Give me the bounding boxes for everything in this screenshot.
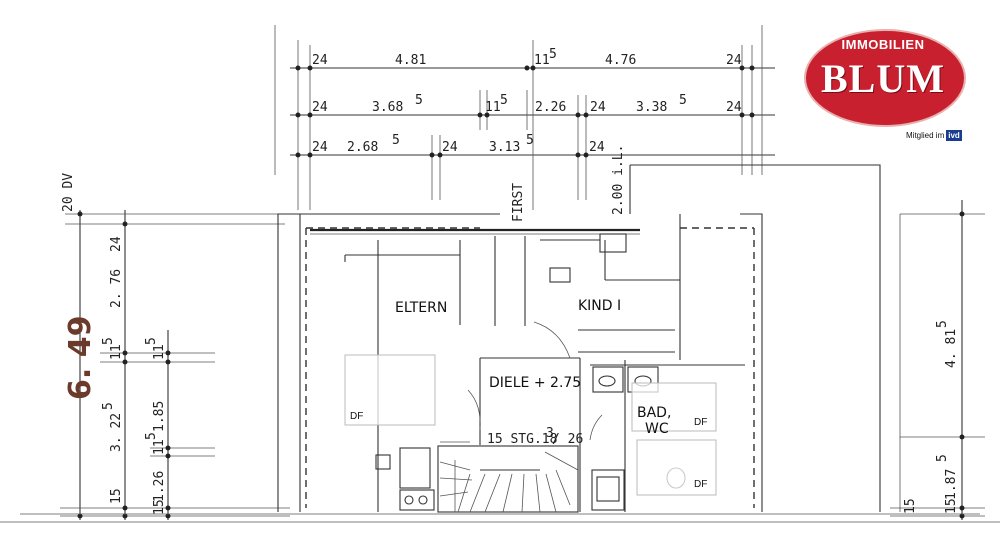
staircase [437, 445, 579, 513]
dim-3-68: 3.68 [372, 100, 403, 115]
dim-20dv: 20 DV [61, 173, 76, 212]
dim-24-e: 24 [726, 100, 742, 115]
dim-left-11a-sup: 5 [101, 337, 116, 345]
dim-left-11c: 11 [152, 439, 167, 455]
dim-24-h: 24 [589, 140, 605, 155]
ivd-badge: ivd [946, 130, 962, 141]
dim-left-1-26: 1.26 [152, 471, 167, 502]
dim-24-c: 24 [312, 100, 328, 115]
dim-left-11b: 11 [152, 344, 167, 360]
dim-24-f: 24 [312, 140, 328, 155]
dim-sup-d: 5 [679, 93, 687, 108]
logo-oval [804, 29, 966, 127]
df-label-3: DF [694, 479, 707, 490]
total-height: 6. 49 [63, 316, 98, 400]
roof-window-boxes: DF DF DF [344, 354, 717, 496]
room-wc: WC [645, 421, 669, 437]
dim-11-b: 11 [485, 100, 501, 115]
room-eltern: ELTERN [395, 300, 447, 316]
label-first: FIRST [511, 183, 526, 222]
df-label-2: DF [694, 417, 707, 428]
dim-24-a: 24 [312, 53, 328, 68]
stairs-label-tail: / 26 [552, 432, 583, 447]
label-il: 2.00 i.L. [611, 145, 626, 215]
dim-left-11b-sup: 5 [144, 337, 159, 345]
dim-11-a: 11 [534, 53, 550, 68]
dim-left-11c-sup: 5 [144, 432, 159, 440]
dim-24-g: 24 [442, 140, 458, 155]
dim-4-81: 4.81 [395, 53, 426, 68]
dim-right-15a: 15 [944, 498, 959, 514]
room-bad: BAD, [637, 405, 671, 421]
dim-sup-a: 5 [549, 47, 557, 62]
dim-right-15b: 15 [903, 498, 918, 514]
dim-left-3-22: 3. 22 [109, 413, 124, 452]
dim-left-2-76: 2. 76 [109, 269, 124, 308]
dim-3-13: 3.13 [489, 140, 520, 155]
left-dimension-lines [60, 210, 290, 520]
df-label-1: DF [350, 411, 363, 422]
dim-left-15a: 15 [109, 488, 124, 504]
dim-sup-b: 5 [415, 93, 423, 108]
room-kind: KIND I [578, 298, 621, 314]
dim-24-b: 24 [726, 53, 742, 68]
room-diele: DIELE + 2.75 [489, 375, 581, 391]
dim-24-d: 24 [590, 100, 606, 115]
dim-left-11a: 11 [109, 344, 124, 360]
building-walls [0, 164, 1000, 523]
right-dimension: 4. 81 5 1.87 5 15 15 [890, 200, 985, 520]
dim-sup-e: 5 [392, 133, 400, 148]
dim-2-68: 2.68 [347, 140, 378, 155]
dim-sup-f: 5 [526, 133, 534, 148]
top-dimension-text: 24 4.81 11 5 4.76 24 24 3.68 5 11 5 2.26… [312, 47, 742, 222]
dim-left-24: 24 [109, 236, 124, 252]
dim-right-1-87: 1.87 [944, 469, 959, 500]
logo-blum: BLUM [821, 56, 945, 101]
dim-left-15b: 15 [152, 499, 167, 515]
dim-2-26: 2.26 [535, 100, 566, 115]
logo-immobilien: IMMOBILIEN [841, 37, 925, 52]
member-text: Mitglied im [906, 131, 945, 140]
dim-right-4-81: 4. 81 [944, 329, 959, 368]
dim-right-4-81-sup: 5 [935, 320, 950, 328]
left-dimension-text: 20 DV 24 2. 76 11 5 11 5 3. 22 5 1.85 11… [61, 173, 167, 515]
stairs-label-sup: 3 [546, 426, 554, 441]
dim-3-38: 3.38 [636, 100, 667, 115]
dim-sup-c: 5 [500, 93, 508, 108]
dim-4-76: 4.76 [605, 53, 636, 68]
dim-left-3-22-sup: 5 [101, 402, 116, 410]
stairs-label: 15 STG.18 [487, 432, 557, 447]
dim-right-1-87-sup: 5 [935, 454, 950, 462]
room-labels: ELTERN KIND I DIELE + 2.75 BAD, WC 15 ST… [395, 298, 671, 447]
top-dimension-lines [274, 25, 775, 210]
dim-left-1-85: 1.85 [152, 401, 167, 432]
